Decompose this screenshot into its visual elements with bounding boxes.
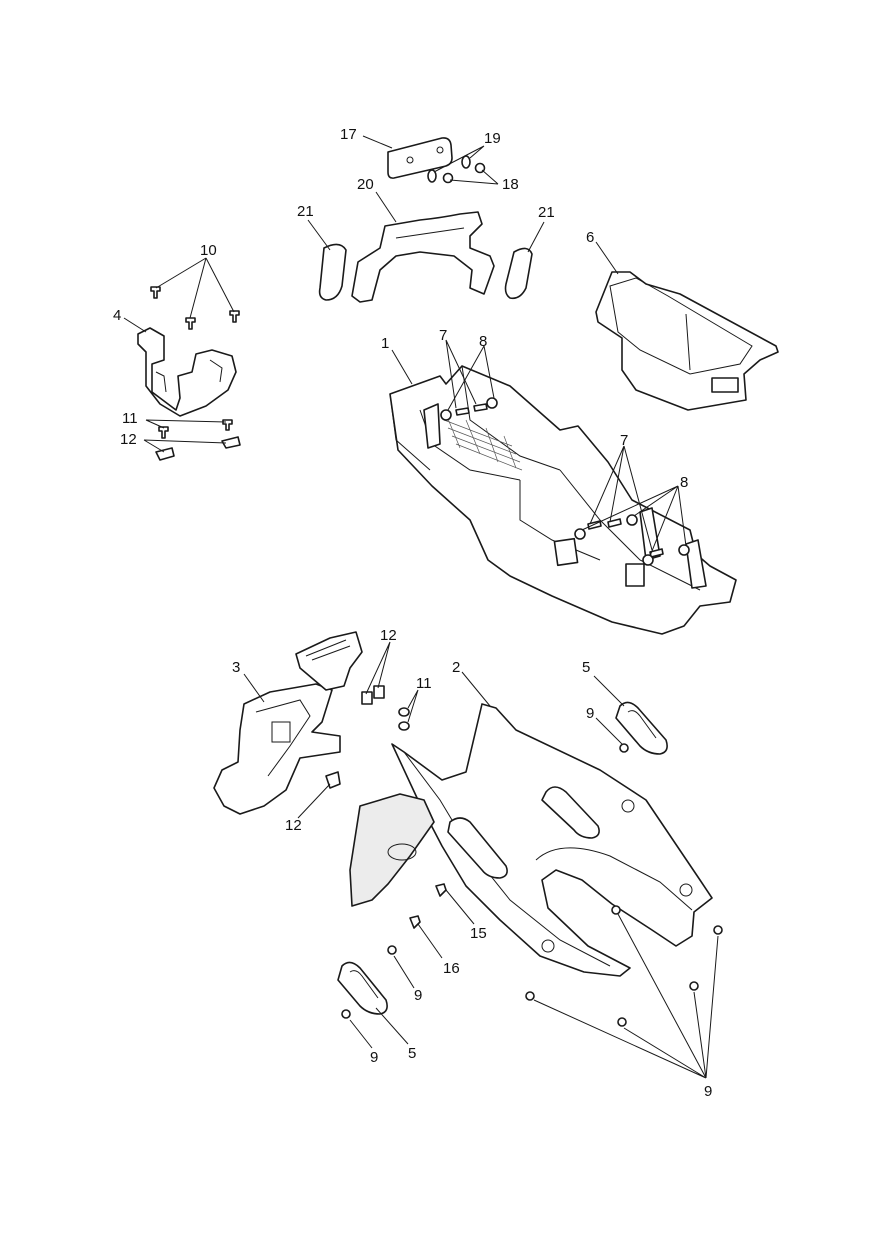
callout-10: 10	[200, 242, 217, 259]
callout-6: 6	[586, 229, 594, 246]
callout-17: 17	[340, 126, 357, 143]
screw-part-15	[435, 883, 447, 897]
callout-11-top: 11	[122, 410, 138, 427]
grommet-part-5	[337, 701, 668, 1015]
callout-12-top: 12	[120, 431, 137, 448]
side-reflector-part-21-left	[318, 243, 347, 301]
callout-8-right: 8	[680, 474, 688, 491]
callout-12-bottom: 12	[285, 817, 302, 834]
plate-bracket-part-20	[351, 211, 495, 303]
callout-5-top: 5	[582, 659, 590, 676]
callout-9-bottom-left: 9	[370, 1049, 378, 1066]
callout-18: 18	[502, 176, 519, 193]
callout-9-top: 9	[586, 705, 594, 722]
callout-4: 4	[113, 307, 121, 324]
callout-15: 15	[470, 925, 487, 942]
reflector-part-17	[387, 137, 453, 179]
inner-mudguard-part-2	[349, 793, 435, 907]
reflector-mount-part-3	[295, 631, 363, 691]
callout-9-mid: 9	[414, 987, 422, 1004]
clip-nut-part-12	[155, 436, 241, 461]
callout-8-top: 8	[479, 333, 487, 350]
screw-part-10	[150, 286, 240, 330]
callout-12-mid: 12	[380, 627, 397, 644]
callout-21-right: 21	[538, 204, 555, 221]
undertray-panel-part-2	[391, 703, 713, 977]
callout-16: 16	[443, 960, 460, 977]
callout-9-bottom-right: 9	[704, 1083, 712, 1100]
bracket-part-4	[137, 327, 237, 417]
callout-1: 1	[381, 335, 389, 352]
callout-5-bottom: 5	[408, 1045, 416, 1062]
rear-frame-part-1	[389, 365, 737, 635]
leader-lines	[123, 135, 719, 1079]
side-reflector-part-21-right	[504, 247, 533, 300]
washer-part-19	[427, 155, 471, 183]
callout-3: 3	[232, 659, 240, 676]
callout-7-top: 7	[439, 327, 447, 344]
callout-labels: 17 19 18 20 21 21 6 10 4 1 7 8 7 8 11 12…	[113, 126, 712, 1100]
callout-2: 2	[452, 659, 460, 676]
screw-part-11-b	[398, 707, 410, 731]
callout-21-left: 21	[297, 203, 314, 220]
callout-20: 20	[357, 176, 374, 193]
hugger-part-3	[213, 683, 341, 815]
storage-tray-part-6	[595, 271, 779, 411]
callout-19: 19	[484, 130, 501, 147]
rivet-part-9	[341, 743, 723, 1027]
screw-part-16	[409, 915, 421, 929]
screw-part-11	[158, 419, 233, 439]
callout-7-right: 7	[620, 432, 628, 449]
washer-part-8	[440, 397, 690, 566]
callout-11-mid: 11	[416, 675, 432, 692]
